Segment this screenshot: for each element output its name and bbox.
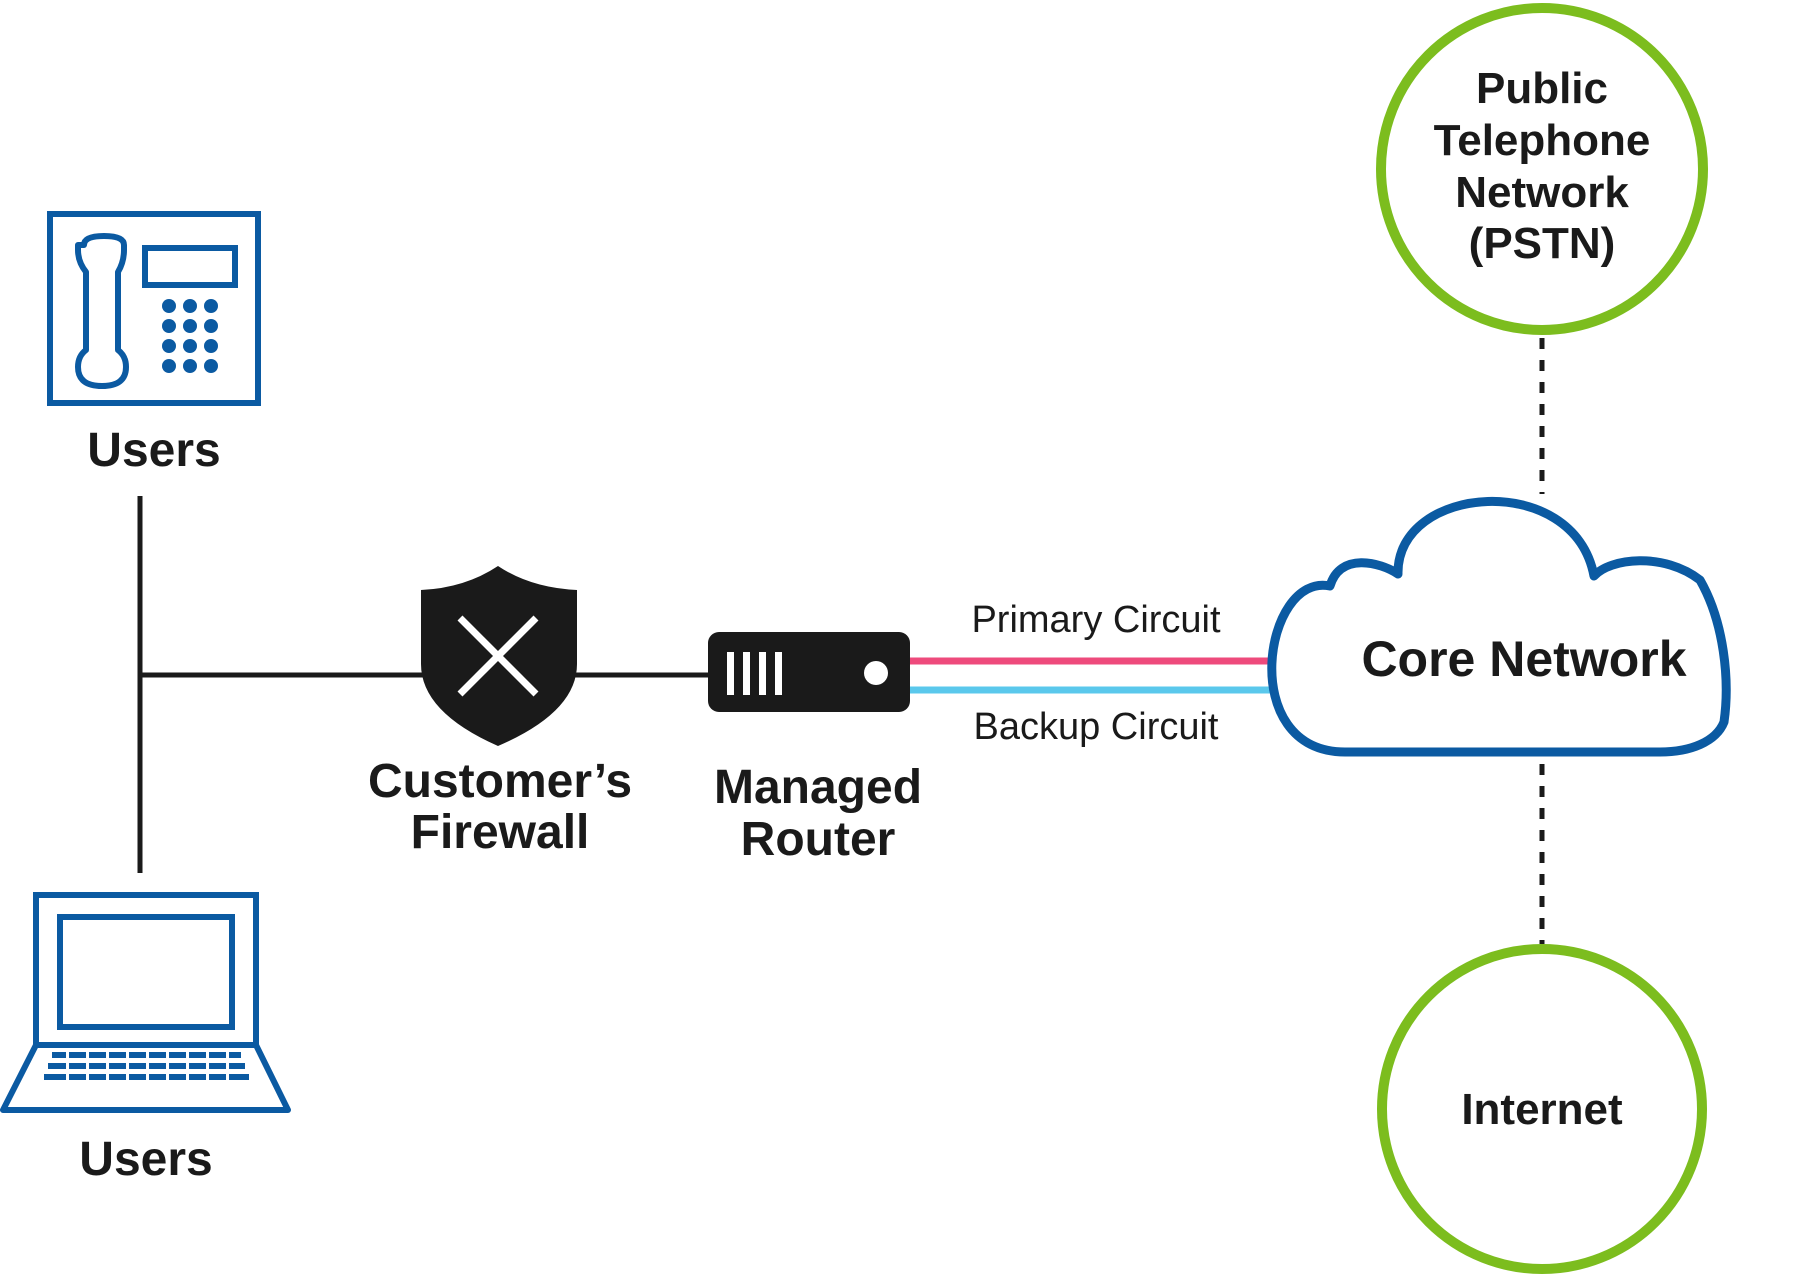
router-icon xyxy=(708,632,910,712)
internet-label: Internet xyxy=(1461,1085,1623,1134)
pstn-label-line3: Network xyxy=(1455,168,1629,217)
pstn-label-line2: Telephone xyxy=(1434,116,1651,165)
pstn-label-line1: Public xyxy=(1476,64,1608,113)
cloud-icon xyxy=(1267,497,1731,757)
core-network-label: Core Network xyxy=(1361,631,1686,687)
desk-phone-icon xyxy=(47,211,261,406)
laptop-icon xyxy=(0,892,291,1113)
primary-circuit-label: Primary Circuit xyxy=(971,599,1221,641)
internet-circle xyxy=(1377,944,1707,1274)
router-label-line2: Router xyxy=(741,813,896,866)
shield-x-icon xyxy=(421,566,577,746)
firewall-label-line2: Firewall xyxy=(411,806,590,859)
router-label-line1: Managed xyxy=(714,761,922,814)
firewall-label-line1: Customer’s xyxy=(368,755,632,808)
connectors xyxy=(137,338,1545,944)
pstn-circle xyxy=(1376,3,1708,335)
phone-users-label: Users xyxy=(87,424,220,477)
backup-circuit-label: Backup Circuit xyxy=(974,706,1219,748)
pstn-label-line4: (PSTN) xyxy=(1469,219,1616,268)
laptop-users-label: Users xyxy=(79,1133,212,1186)
